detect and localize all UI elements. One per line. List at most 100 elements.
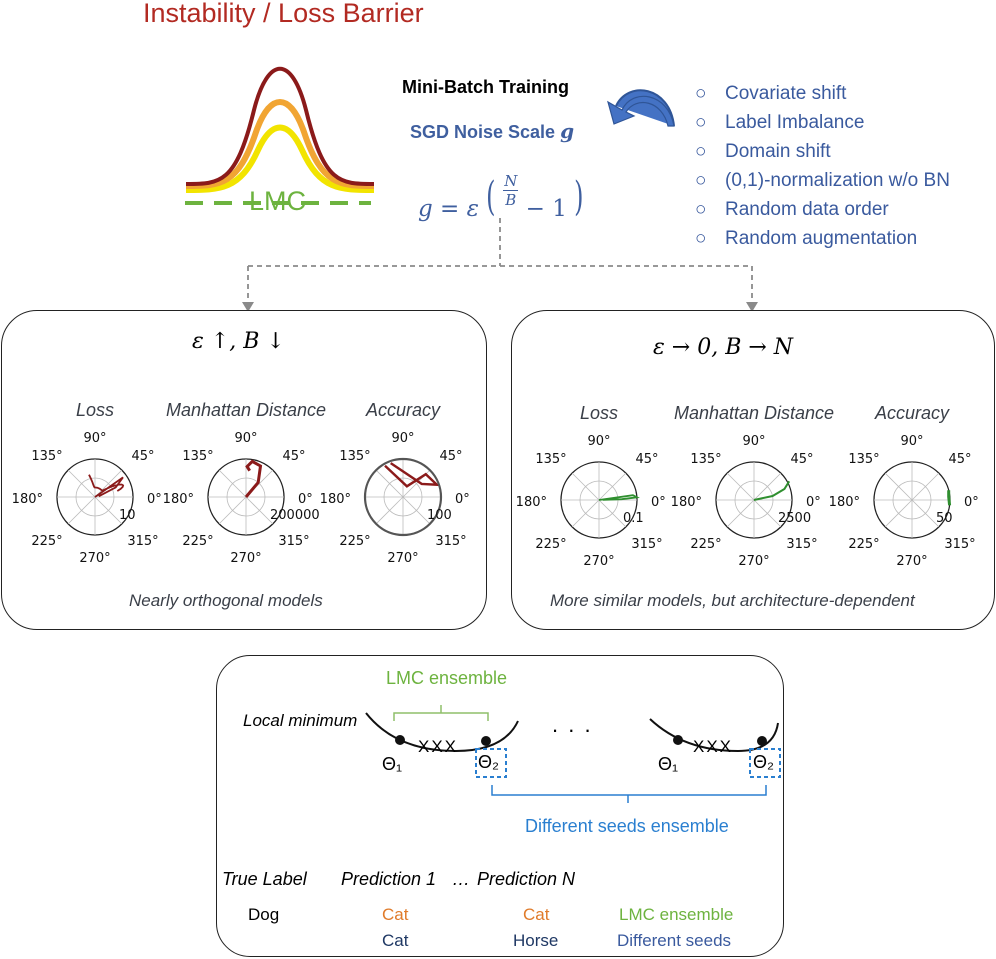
polar-angle-label: 180° — [828, 495, 860, 510]
left-panel-caption: Nearly orthogonal models — [129, 591, 323, 610]
theta2-box-right — [749, 748, 781, 778]
polar-angle-label: 45° — [282, 449, 306, 464]
left-panel: ε ↑, B ↓ Nearly orthogonal models — [1, 310, 487, 630]
polar-angle-label: 315° — [435, 534, 467, 549]
polar-radius-label: 0.1 — [623, 511, 644, 526]
basin-right — [649, 718, 779, 753]
polar-angle-label: 315° — [631, 537, 663, 552]
lmc-brace — [393, 705, 489, 721]
polar-spoke — [911, 499, 940, 528]
reason-item: ○(0,1)-normalization w/o BN — [695, 170, 950, 191]
different-seeds-label: Different seeds ensemble — [525, 816, 729, 836]
local-minimum-label: Local minimum — [243, 711, 358, 730]
polar-angle-label: 90° — [900, 434, 924, 449]
polar-angle-label: 225° — [848, 537, 880, 552]
polar-angle-label: 225° — [31, 534, 63, 549]
polar-spoke — [67, 469, 96, 498]
barrier-curve-yellow — [185, 124, 375, 193]
header-prediction-1: Prediction 1 — [341, 869, 437, 889]
right-panel: ε → 0, B → N More similar models, but ar… — [511, 310, 995, 630]
polar-angle-label: 180° — [515, 495, 547, 510]
polar-angle-label: 0° — [455, 492, 470, 507]
polar-trace — [244, 459, 263, 498]
marks-left: XXX — [418, 737, 459, 756]
polar-spoke — [598, 499, 627, 528]
polar-plot — [363, 457, 443, 537]
polar-plot — [560, 461, 640, 539]
left-panel-heading: ε ↑, B ↓ — [192, 329, 285, 354]
polar-angle-label: 45° — [635, 452, 659, 467]
polar-spoke — [94, 469, 123, 498]
basin-left — [365, 712, 519, 753]
polar-angle-label: 45° — [790, 452, 814, 467]
polar-angle-label: 180° — [670, 495, 702, 510]
polar-radius-label: 2500 — [778, 511, 812, 526]
polar-angle-label: 225° — [339, 534, 371, 549]
polar-angle-label: 90° — [234, 431, 258, 446]
polar-spoke — [67, 496, 96, 525]
theta2-label-left: Θ₂ — [478, 752, 499, 772]
polar-angle-label: 135° — [535, 452, 567, 467]
reasons-list: ○Covariate shift ○Label Imbalance ○Domai… — [695, 83, 950, 257]
polar-angle-label: 225° — [535, 537, 567, 552]
polar-angle-label: 270° — [230, 551, 262, 566]
polar-angle-label: 135° — [182, 449, 214, 464]
polar-angle-label: 315° — [944, 537, 976, 552]
polar-spoke — [598, 472, 627, 501]
seeds-brace — [491, 785, 767, 803]
polar-angle-label: 180° — [319, 492, 351, 507]
polar-angle-label: 135° — [690, 452, 722, 467]
polar-radius-label: 100 — [427, 508, 452, 523]
polar-angle-label: 315° — [127, 534, 159, 549]
polar-angle-label: 270° — [583, 554, 615, 569]
polar-angle-label: 270° — [738, 554, 770, 569]
polar-angle-label: 135° — [31, 449, 63, 464]
theta1-label-right: Θ₁ — [658, 754, 679, 774]
polar-spoke — [911, 472, 940, 501]
polar-angle-label: 270° — [896, 554, 928, 569]
polar-spoke — [726, 499, 755, 528]
polar-spoke — [753, 472, 782, 501]
polar-plot — [715, 461, 793, 539]
polar-spoke — [94, 496, 123, 525]
polar-spoke — [218, 469, 247, 498]
polar-trace — [363, 457, 443, 537]
row1-predn: Cat — [523, 905, 550, 924]
barrier-title: Instability / Loss Barrier — [143, 0, 424, 28]
polar-spoke — [245, 496, 274, 525]
polar-spoke — [375, 469, 404, 498]
polar-spoke — [753, 499, 782, 528]
theta2-point — [481, 736, 491, 746]
polar-angle-label: 180° — [162, 492, 194, 507]
sgd-noise-label: SGD Noise Scale g — [410, 119, 575, 143]
polar-spoke — [375, 496, 404, 525]
polar-title: Accuracy — [874, 403, 950, 423]
row2-label: Different seeds — [617, 931, 732, 950]
polar-angle-label: 180° — [11, 492, 43, 507]
polar-angle-label: 135° — [848, 452, 880, 467]
polar-angle-label: 0° — [298, 492, 313, 507]
curved-arrow-icon — [607, 89, 675, 127]
polar-plot — [56, 458, 134, 536]
header-prediction-n: Prediction N — [477, 869, 576, 889]
polar-plot — [873, 461, 952, 539]
noise-formula: g = ε ( N B − 1 ) — [418, 172, 584, 222]
header-ellipsis: … — [452, 869, 470, 889]
polar-title: Manhattan Distance — [165, 400, 327, 420]
polar-angle-label: 225° — [690, 537, 722, 552]
polar-angle-label: 0° — [147, 492, 162, 507]
reason-item: ○Covariate shift — [695, 83, 847, 104]
polar-angle-label: 270° — [387, 551, 419, 566]
polar-angle-label: 0° — [651, 495, 666, 510]
polar-spoke — [884, 472, 913, 501]
polar-angle-label: 270° — [79, 551, 111, 566]
polar-angle-label: 225° — [182, 534, 214, 549]
polar-angle-label: 0° — [964, 495, 979, 510]
barrier-curve-orange — [185, 99, 375, 189]
polar-spoke — [402, 496, 431, 525]
polar-radius-label: 50 — [936, 511, 953, 526]
polar-angle-label: 45° — [131, 449, 155, 464]
polar-trace — [598, 494, 640, 501]
row1-true: Dog — [248, 905, 280, 924]
reason-item: ○Random data order — [695, 199, 889, 220]
